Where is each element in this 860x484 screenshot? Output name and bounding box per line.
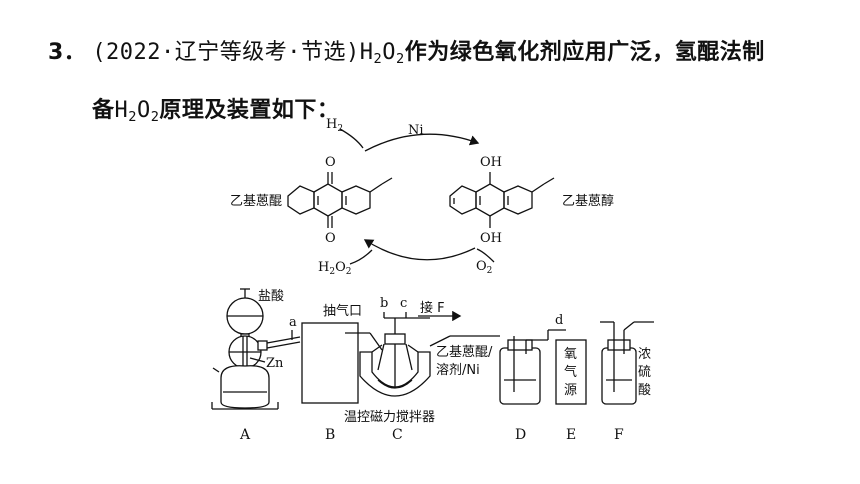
valve-a-label: a	[289, 315, 297, 330]
o-bottom-label: O	[325, 231, 336, 246]
ethylanthrol-structure	[449, 172, 555, 228]
label-f: F	[614, 427, 624, 443]
acid-bottle-f	[600, 321, 654, 405]
oxygen-source-char-3: 源	[564, 383, 577, 398]
acid-char-1: 浓	[638, 347, 651, 362]
ethylanthraquinone-structure	[287, 172, 393, 228]
hydrogenation-arrow	[364, 133, 480, 152]
exhaust-label: 抽气口	[323, 303, 362, 319]
valve-b-label: b	[380, 296, 388, 311]
oh-bottom-label: OH	[480, 231, 502, 246]
h2-feed-line	[339, 128, 364, 149]
question-line-1: 3．(2022·辽宁等级考·节选)H2O2作为绿色氧化剂应用广泛，氢醌法制	[48, 34, 765, 67]
h2o2-formula: H2O2	[359, 40, 405, 67]
hcl-label: 盐酸	[258, 289, 284, 304]
wash-bottle-d	[499, 329, 566, 405]
acid-char-2: 硫	[638, 365, 651, 380]
oxidation-arrow	[363, 239, 476, 261]
reaction-scheme: H2 Ni O2 H2O2 O O 乙基蒽醌	[230, 117, 614, 277]
h2o2-formula-2: H2O2	[114, 98, 160, 125]
right-compound-label: 乙基蒽醇	[562, 193, 614, 209]
valve-c-label: c	[400, 296, 407, 311]
reaction-flask-c	[359, 312, 500, 397]
label-d: D	[515, 427, 526, 443]
question-line-2: 备H2O2原理及装置如下：	[92, 92, 339, 125]
label-b: B	[325, 427, 335, 443]
h2-label: H2	[326, 117, 343, 134]
oxygen-source-char-1: 氧	[564, 347, 577, 362]
vessel-b	[301, 322, 359, 404]
oh-top-label: OH	[480, 155, 502, 170]
question-text-2b: 原理及装置如下：	[159, 98, 340, 123]
mixture-label-2: 溶剂/Ni	[436, 363, 480, 378]
acid-char-3: 酸	[638, 383, 651, 398]
h2o2-label: H2O2	[318, 260, 351, 277]
stirrer-label: 温控磁力搅拌器	[344, 409, 435, 425]
oxygen-source-char-2: 气	[564, 364, 577, 380]
to-f-label: 接 F	[420, 300, 445, 316]
question-number: 3．	[48, 40, 87, 65]
label-c: C	[392, 427, 403, 443]
question-source: (2022·辽宁等级考·节选)	[92, 40, 360, 65]
zn-label: Zn	[266, 356, 284, 371]
h2o2-release-line	[349, 249, 373, 265]
o2-label: O2	[476, 259, 492, 276]
o2-feed-line	[476, 248, 495, 263]
apparatus: 盐酸 Zn a 抽气口 b c 接 F	[211, 288, 654, 443]
mixture-label-1: 乙基蒽醌/	[436, 345, 493, 360]
oxygen-source-e	[555, 339, 587, 405]
question-text-1: 作为绿色氧化剂应用广泛，氢醌法制	[404, 40, 765, 65]
left-compound-label: 乙基蒽醌	[230, 194, 282, 209]
kipp-generator-a	[211, 288, 301, 410]
o-top-label: O	[325, 155, 336, 170]
question-text-2a: 备	[92, 98, 115, 123]
label-e: E	[566, 427, 576, 443]
valve-d-label: d	[555, 313, 563, 328]
ni-label: Ni	[408, 123, 424, 138]
label-a: A	[239, 427, 251, 443]
